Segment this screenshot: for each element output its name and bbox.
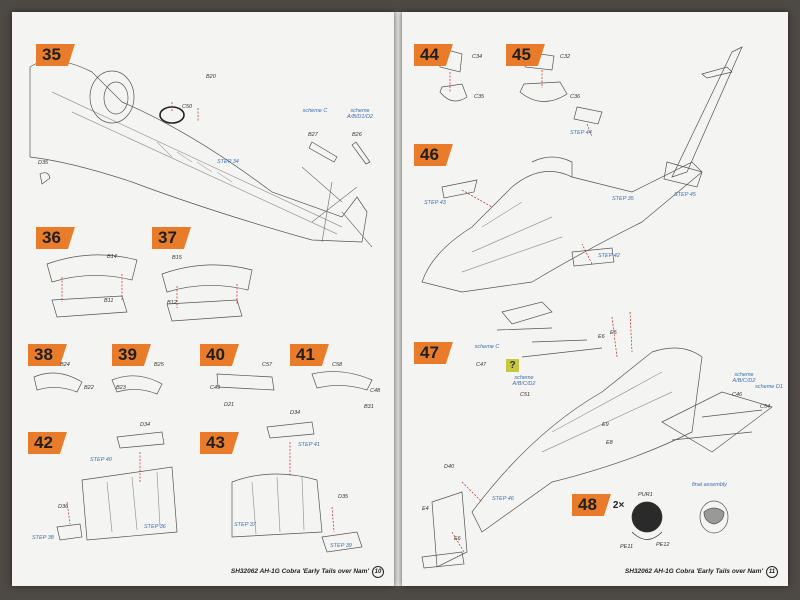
page-number-left: 10 bbox=[372, 566, 384, 578]
label-scheme-abcd2: scheme A/B/C/D2 bbox=[512, 375, 536, 387]
step-46-badge: 46 bbox=[414, 144, 453, 166]
footer-title: SH32062 AH-1G Cobra 'Early Tails over Na… bbox=[230, 568, 369, 575]
label-d35: D35 bbox=[38, 160, 49, 166]
label-e5: E5 bbox=[610, 330, 617, 336]
label-b20: B20 bbox=[206, 74, 216, 80]
label-step38: STEP 38 bbox=[32, 535, 54, 541]
label-c49: C49 bbox=[210, 385, 221, 391]
label-step45: STEP 45 bbox=[674, 192, 696, 198]
label-step44: STEP 44 bbox=[570, 130, 592, 136]
label-b31: B31 bbox=[364, 404, 374, 410]
footer-title-right: SH32062 AH-1G Cobra 'Early Tails over Na… bbox=[624, 568, 763, 575]
label-c36: C36 bbox=[570, 94, 581, 100]
label-d34-43: D34 bbox=[290, 410, 301, 416]
step-35-badge: 35 bbox=[36, 44, 75, 66]
left-page-footer: SH32062 AH-1G Cobra 'Early Tails over Na… bbox=[231, 566, 384, 578]
label-c51: C51 bbox=[520, 392, 531, 398]
label-c32: C32 bbox=[560, 54, 571, 60]
label-step35: STEP 35 bbox=[612, 196, 634, 202]
label-step40: STEP 40 bbox=[90, 457, 112, 463]
page-number-right: 11 bbox=[766, 566, 778, 578]
label-b12: B12 bbox=[167, 300, 177, 306]
label-scheme-c-r: scheme C bbox=[474, 344, 500, 350]
step-36-badge: 36 bbox=[36, 227, 75, 249]
label-pur1: PUR1 bbox=[638, 492, 653, 498]
label-d34-42: D34 bbox=[140, 422, 151, 428]
label-c46: C46 bbox=[732, 392, 743, 398]
step-40-badge: 40 bbox=[200, 344, 239, 366]
paint-scheme-marker-icon: ? bbox=[506, 359, 519, 372]
book-spine bbox=[394, 12, 402, 586]
step-45-badge: 45 bbox=[506, 44, 545, 66]
label-b26: B26 bbox=[352, 132, 362, 138]
label-d36: D36 bbox=[58, 504, 69, 510]
label-c54: C54 bbox=[760, 404, 771, 410]
right-page-line-art bbox=[421, 46, 773, 569]
label-c50: C50 bbox=[182, 104, 193, 110]
label-b15: B15 bbox=[172, 255, 182, 261]
label-c47: C47 bbox=[476, 362, 487, 368]
label-b25: B25 bbox=[154, 362, 164, 368]
left-page-line-art bbox=[29, 60, 373, 553]
label-final-assembly: final assembly bbox=[692, 482, 727, 488]
label-d40: D40 bbox=[444, 464, 455, 470]
label-b24: B24 bbox=[60, 362, 70, 368]
label-pe12: PE12 bbox=[656, 542, 670, 548]
label-b23: B23 bbox=[116, 385, 126, 391]
label-e4: E4 bbox=[422, 506, 429, 512]
step-39-badge: 39 bbox=[112, 344, 151, 366]
label-e6: E6 bbox=[598, 334, 605, 340]
label-step41: STEP 41 bbox=[298, 442, 320, 448]
label-scheme-c: scheme C bbox=[302, 108, 328, 114]
step-47-badge: 47 bbox=[414, 342, 453, 364]
label-d21: D21 bbox=[224, 402, 235, 408]
step-42-badge: 42 bbox=[28, 432, 67, 454]
label-scheme-abcd2-r: scheme A/B/C/D2 bbox=[732, 372, 756, 384]
step-48-multiplier: 2× bbox=[612, 499, 625, 511]
label-step36: STEP 36 bbox=[144, 524, 166, 530]
step-44-badge: 44 bbox=[414, 44, 453, 66]
label-d35-43: D35 bbox=[338, 494, 349, 500]
label-b11: B11 bbox=[104, 298, 114, 304]
label-c57: C57 bbox=[262, 362, 273, 368]
label-e6b: E6 bbox=[454, 536, 461, 542]
label-b27: B27 bbox=[308, 132, 318, 138]
label-e9: E9 bbox=[602, 422, 609, 428]
step-37-badge: 37 bbox=[152, 227, 191, 249]
step-41-badge: 41 bbox=[290, 344, 329, 366]
label-b22: B22 bbox=[84, 385, 94, 391]
step-43-badge: 43 bbox=[200, 432, 239, 454]
label-step42: STEP 42 bbox=[598, 253, 620, 259]
label-scheme-abd1d2: scheme A/B/D1/D2 bbox=[347, 108, 373, 120]
label-c48: C48 bbox=[370, 388, 381, 394]
label-c58: C58 bbox=[332, 362, 343, 368]
step-38-badge: 38 bbox=[28, 344, 67, 366]
label-b14: B14 bbox=[107, 254, 117, 260]
right-page-footer: SH32062 AH-1G Cobra 'Early Tails over Na… bbox=[625, 566, 778, 578]
label-step43: STEP 43 bbox=[424, 200, 446, 206]
left-page: 35 36 37 38 39 40 41 42 43 B20 C50 D35 S… bbox=[12, 12, 394, 586]
label-scheme-d1: scheme D1 bbox=[755, 384, 783, 390]
label-c35: C35 bbox=[474, 94, 485, 100]
label-c34: C34 bbox=[472, 54, 483, 60]
label-step39: STEP 39 bbox=[330, 543, 352, 549]
label-e8: E8 bbox=[606, 440, 613, 446]
label-step34: STEP 34 bbox=[217, 159, 239, 165]
label-step46: STEP 46 bbox=[492, 496, 514, 502]
label-step37: STEP 37 bbox=[234, 522, 256, 528]
label-pe11: PE11 bbox=[620, 544, 634, 550]
